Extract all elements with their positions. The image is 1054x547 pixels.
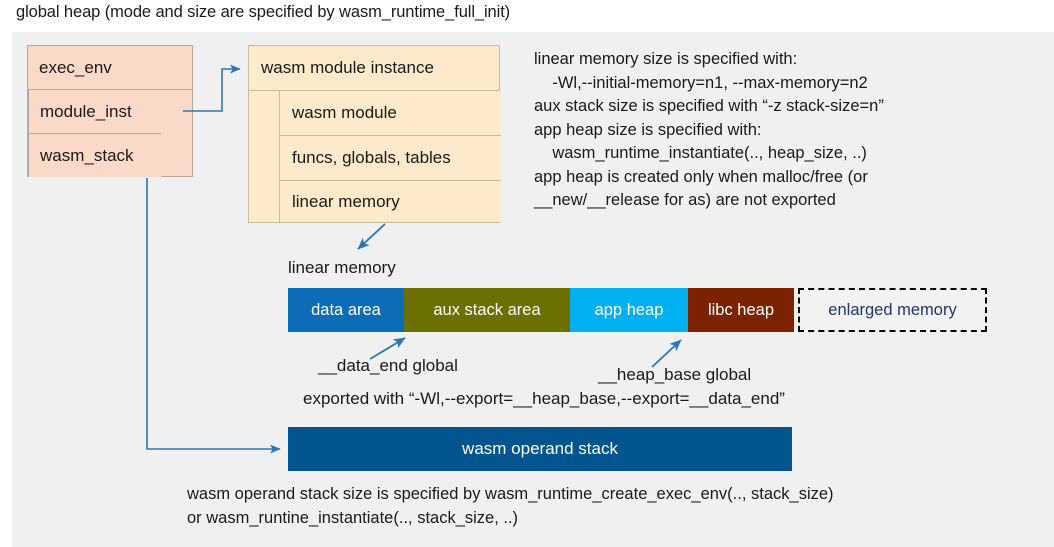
memory-segment-libc-heap: libc heap <box>688 288 794 332</box>
exec-env-title: exec_env <box>28 46 192 90</box>
memory-segment-enlarged-memory: enlarged memory <box>798 288 987 332</box>
memory-segment-data-area: data area <box>288 288 404 332</box>
exec-env-field-module-inst: module_inst <box>28 90 161 134</box>
exec-env-field-wasm-stack: wasm_stack <box>28 134 161 177</box>
linear-memory-bar: data area aux stack area app heap libc h… <box>288 288 987 332</box>
linear-memory-label: linear memory <box>288 258 396 277</box>
exec-env-box: exec_env module_inst wasm_stack <box>27 45 193 177</box>
operand-stack-note: wasm operand stack size is specified by … <box>187 485 834 527</box>
module-instance-field-funcs-globals-tables: funcs, globals, tables <box>279 136 501 181</box>
annotation-heap-base-global: __heap_base global <box>598 365 752 384</box>
annotation-exported-with: exported with “-Wl,--export=__heap_base,… <box>303 389 785 408</box>
annotation-data-end-global: __data_end global <box>318 356 458 375</box>
memory-segment-app-heap: app heap <box>570 288 688 332</box>
wasm-module-instance-box: wasm module instance wasm module funcs, … <box>248 45 501 223</box>
memory-segment-aux-stack-area: aux stack area <box>404 288 570 332</box>
page-title: global heap (mode and size are specified… <box>16 3 511 21</box>
linear-memory-notes: linear memory size is specified with: -W… <box>534 50 884 209</box>
module-instance-field-wasm-module: wasm module <box>279 91 501 136</box>
module-instance-field-linear-memory: linear memory <box>279 181 501 222</box>
wasm-operand-stack-box: wasm operand stack <box>288 427 792 471</box>
module-instance-title: wasm module instance <box>249 46 499 91</box>
